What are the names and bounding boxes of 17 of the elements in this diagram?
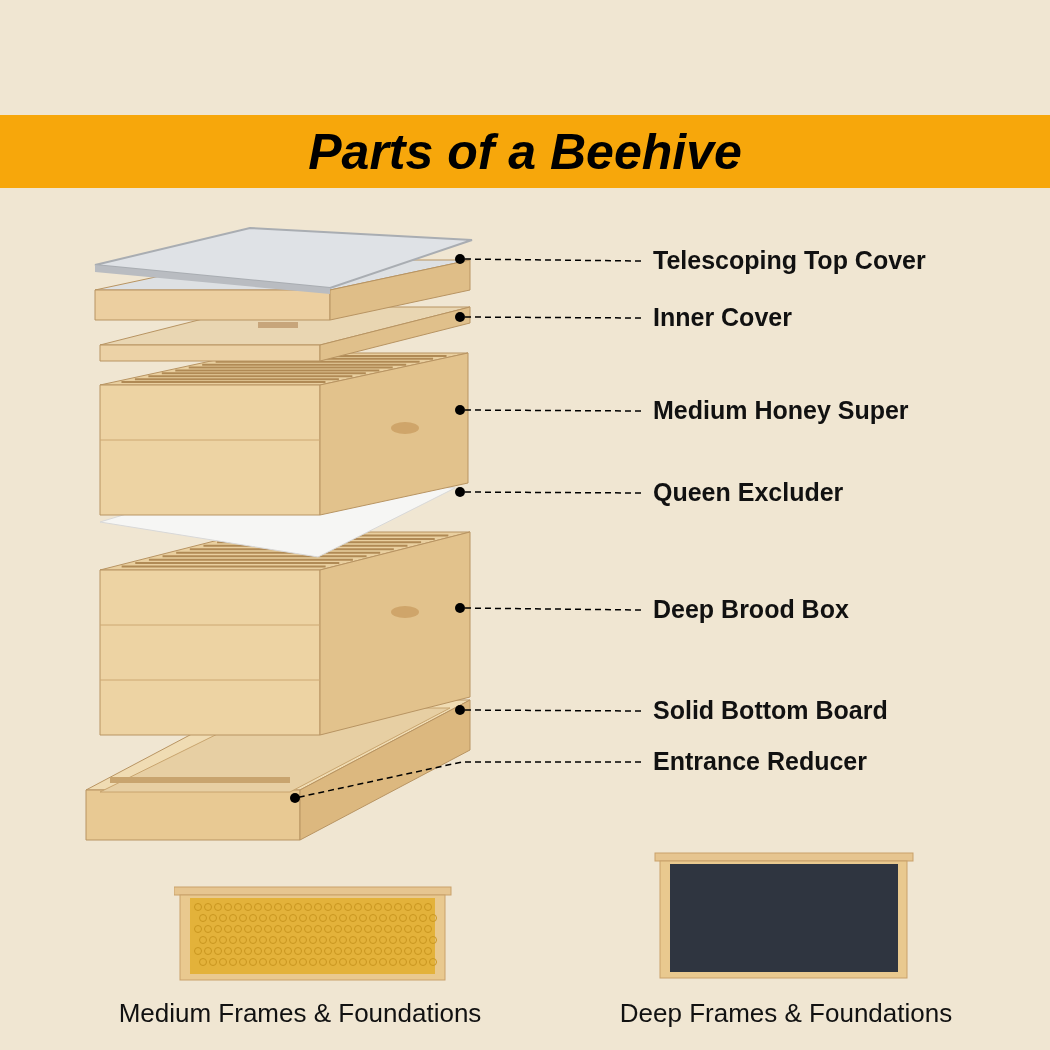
title: Parts of a Beehive [308,126,742,177]
part-label: Medium Honey Super [653,398,909,423]
part-label: Queen Excluder [653,480,844,505]
part-label: Solid Bottom Board [653,698,888,723]
frame-caption: Medium Frames & Foundations [117,1000,483,1026]
leader-line [455,312,642,322]
leader-line [455,603,642,613]
leader-line [455,405,642,415]
part-label: Entrance Reducer [653,749,867,774]
leader-line [455,254,642,264]
part-label: Deep Brood Box [653,597,849,622]
leader-line [290,761,642,803]
leader-line [455,705,642,715]
frame-caption: Deep Frames & Foundations [618,1000,954,1026]
leader-line [455,487,642,497]
part-label: Inner Cover [653,305,792,330]
part-label: Telescoping Top Cover [653,248,926,273]
